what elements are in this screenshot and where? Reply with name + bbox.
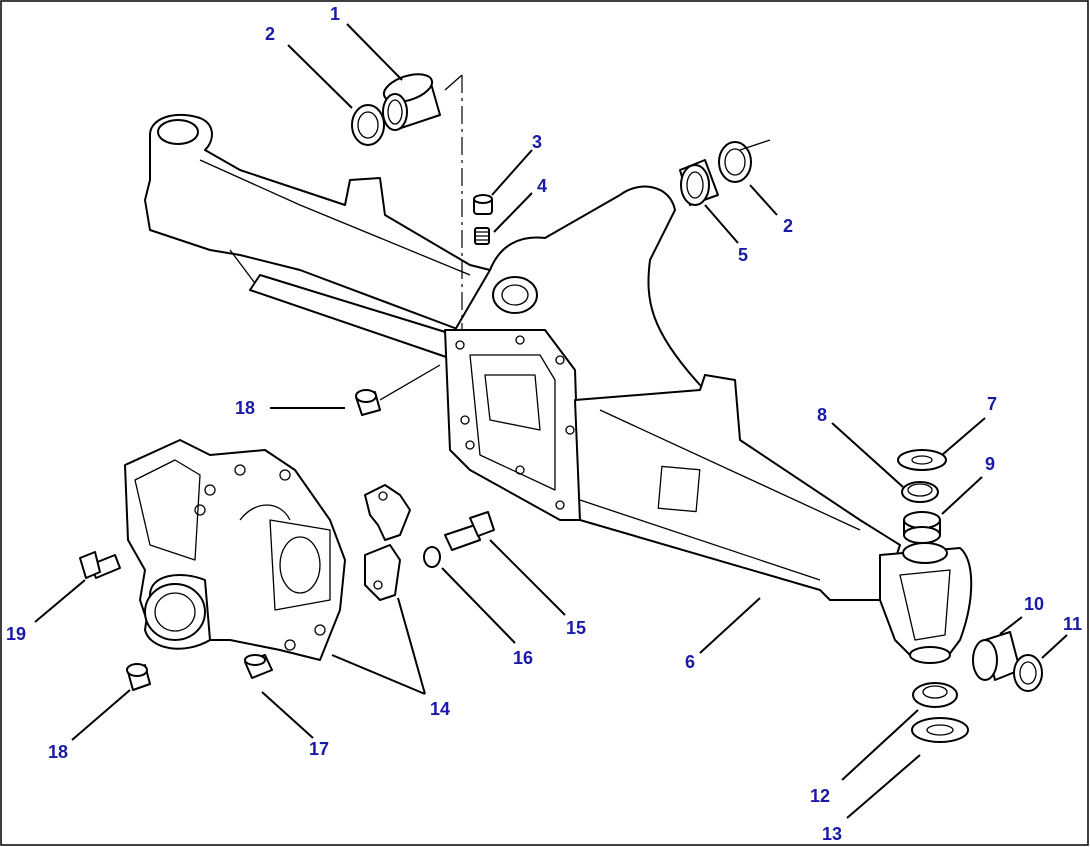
- washer-7: [897, 449, 947, 471]
- callout-17: 17: [309, 739, 329, 759]
- seal-8: [901, 481, 939, 503]
- right-arm-edge: [599, 409, 861, 531]
- left-arm-edge: [199, 159, 471, 276]
- callout-16: 16: [513, 648, 533, 668]
- plug-18-upper: [355, 389, 381, 416]
- axle-housing: [144, 113, 973, 664]
- callout-9: 9: [985, 454, 995, 474]
- seal-11: [1013, 654, 1043, 692]
- carrier-opening: [469, 354, 556, 491]
- fitting-4: [474, 227, 490, 245]
- callout-3: 3: [532, 132, 542, 152]
- callout-12: 12: [810, 786, 830, 806]
- callout-10: 10: [1024, 594, 1044, 614]
- nameplate: [657, 465, 701, 513]
- carrier-window: [484, 374, 541, 431]
- right-yoke-top-bore: [902, 542, 948, 564]
- trunnion-bore-inner: [501, 284, 529, 306]
- plug-18-lower: [126, 663, 151, 691]
- callout-19: 19: [6, 624, 26, 644]
- right-arm-lower-edge: [579, 499, 821, 581]
- bolt-19: [79, 551, 121, 579]
- right-yoke-window: [899, 569, 951, 641]
- callout-4: 4: [537, 176, 547, 196]
- callout-18-lower: 18: [48, 742, 68, 762]
- callout-14: 14: [430, 699, 450, 719]
- seal-2-left: [351, 104, 385, 146]
- bushing-1: [382, 73, 441, 131]
- left-arm: [144, 113, 506, 331]
- trunnion-bore: [492, 276, 538, 314]
- pin-17: [244, 654, 273, 679]
- callout-5: 5: [738, 245, 748, 265]
- callout-13: 13: [822, 824, 842, 844]
- right-arm: [574, 374, 901, 601]
- differential-carrier: [124, 439, 346, 661]
- callout-18-upper: 18: [235, 398, 255, 418]
- seal-2-right: [718, 141, 752, 183]
- bushing-9: [903, 511, 941, 544]
- plug-3: [473, 194, 493, 215]
- right-yoke: [879, 547, 973, 661]
- callout-8: 8: [817, 405, 827, 425]
- bearing-cap-14: [364, 484, 411, 601]
- leader-lines: [34, 23, 1068, 819]
- bolt-15: [444, 511, 495, 551]
- callouts: 1 2 2 3 4 5 6 7 8 9 10 11 12 13 14 15 16…: [6, 4, 1082, 844]
- callout-6: 6: [685, 652, 695, 672]
- callout-2-left: 2: [265, 24, 275, 44]
- seal-12: [912, 682, 958, 708]
- callout-15: 15: [566, 618, 586, 638]
- washer-13: [911, 717, 969, 743]
- callout-2-right: 2: [783, 216, 793, 236]
- callout-7: 7: [987, 394, 997, 414]
- dowel-16: [423, 546, 441, 568]
- bushing-10: [972, 631, 1021, 681]
- callout-1: 1: [330, 4, 340, 24]
- left-pivot-bore: [157, 119, 199, 145]
- bushing-5: [679, 159, 719, 206]
- right-yoke-bottom-bore: [909, 646, 951, 664]
- callout-11: 11: [1063, 614, 1082, 634]
